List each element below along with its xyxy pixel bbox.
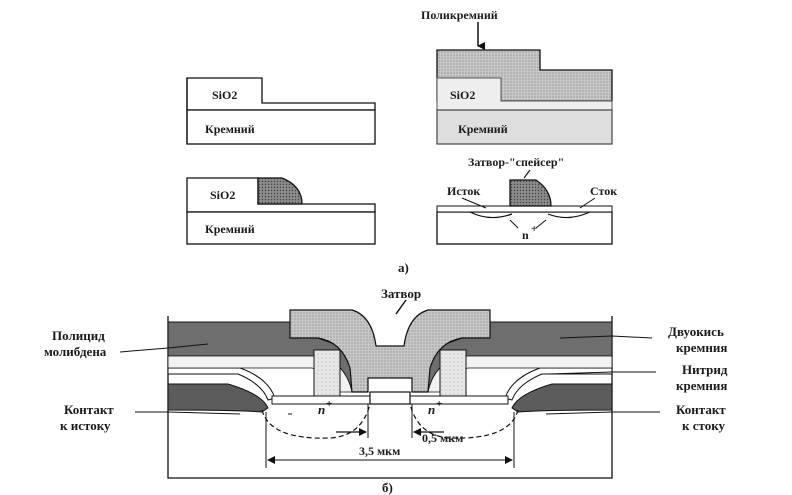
- panel-a1: SiO2 Кремний: [186, 77, 376, 145]
- left-label-molybdenum: молибдена: [44, 344, 107, 359]
- drain-label: Сток: [590, 184, 617, 198]
- panel-a2: Поликремний SiO2 Кремний: [421, 8, 613, 145]
- doping-right-label: n: [428, 402, 435, 417]
- panel-a3-oxide-label: SiO2: [210, 188, 235, 202]
- left-label-contact: Контакт: [64, 402, 114, 417]
- left-label-polycide: Полицид: [52, 328, 105, 343]
- panel-a2-oxide-label: SiO2: [450, 88, 475, 102]
- doping-right-plus: +: [436, 398, 442, 410]
- caption-a: а): [398, 260, 409, 275]
- right-label-dioxide: Двуокись: [668, 324, 724, 339]
- panel-a1-substrate-label: Кремний: [205, 122, 255, 136]
- panel-a4-doping-plus: +: [531, 223, 537, 235]
- doping-left-label: n: [318, 402, 325, 417]
- caption-b: б): [382, 480, 393, 495]
- part-b-cross-section: [119, 299, 660, 479]
- polysilicon-label: Поликремний: [421, 8, 498, 22]
- right-label-silicon-2: кремния: [676, 378, 727, 393]
- right-label-nitride: Нитрид: [682, 362, 728, 377]
- panel-a3-substrate-label: Кремний: [205, 222, 255, 236]
- doping-left-plus: +: [326, 398, 332, 410]
- gate-label: Затвор: [381, 286, 421, 301]
- panel-a4-doping-label: n: [522, 228, 529, 242]
- right-label-silicon-1: кремния: [676, 340, 727, 355]
- source-label: Исток: [447, 184, 480, 198]
- dimension-large-label: 3,5 мкм: [359, 444, 400, 458]
- panel-a2-substrate-label: Кремний: [458, 122, 508, 136]
- panel-a1-oxide-label: SiO2: [212, 88, 237, 102]
- gate-spacer-label: Затвор-"спейсер": [468, 155, 564, 169]
- right-label-to-drain: к стоку: [682, 418, 726, 433]
- panel-a4: Затвор-"спейсер" Исток Сток n +: [436, 155, 617, 245]
- left-label-to-source: к истоку: [60, 418, 111, 433]
- panel-a3: SiO2 Кремний: [186, 177, 376, 245]
- dimension-small-label: 0,5 мкм: [422, 431, 463, 445]
- right-label-contact: Контакт: [676, 402, 726, 417]
